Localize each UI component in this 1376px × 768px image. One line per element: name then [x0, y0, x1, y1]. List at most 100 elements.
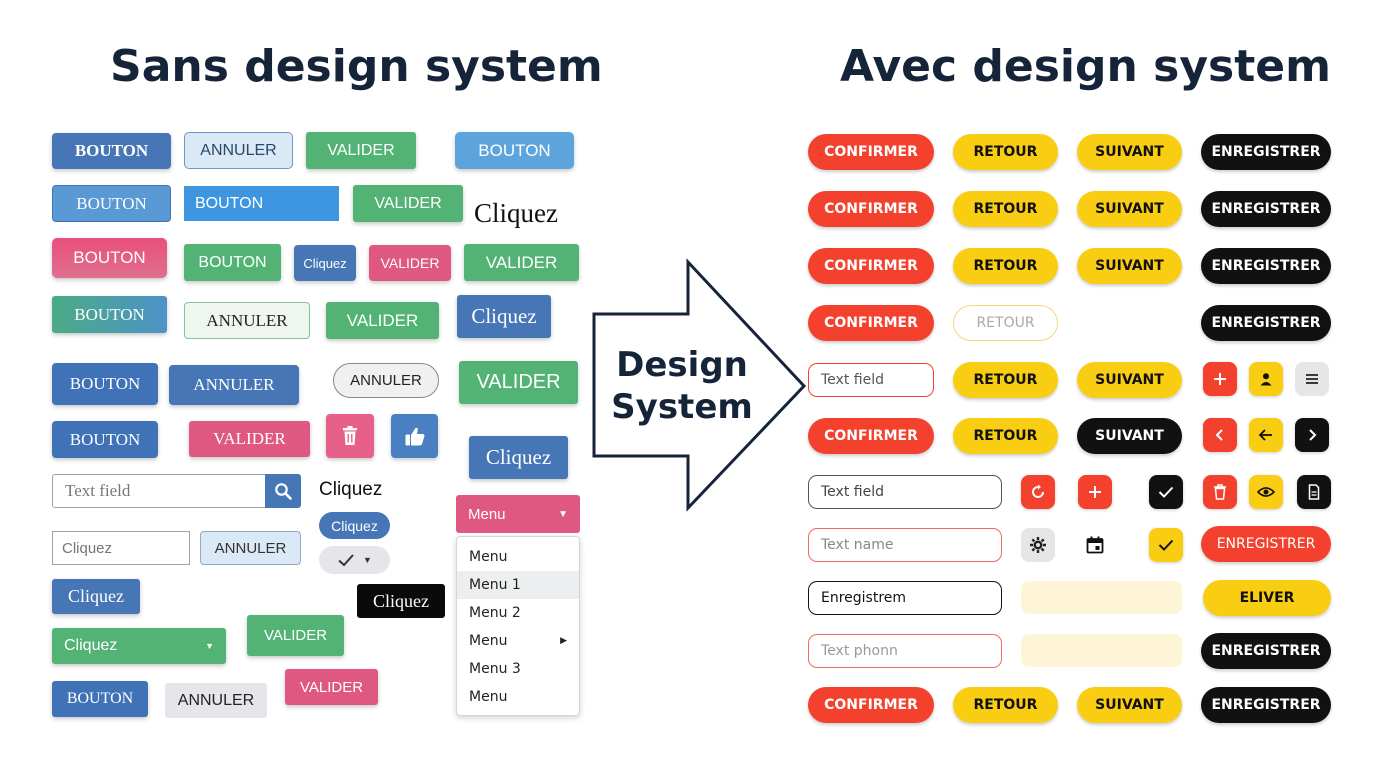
retour-button[interactable]: RETOUR	[953, 362, 1058, 398]
annuler-button[interactable]: ANNULER	[184, 302, 310, 339]
suivant-button[interactable]: SUIVANT	[1077, 362, 1182, 398]
valider-button[interactable]: VALIDER	[464, 244, 579, 281]
cliquez-link[interactable]: Cliquez	[319, 479, 383, 500]
retour-button[interactable]: RETOUR	[953, 134, 1058, 170]
menu-item[interactable]: Menu 1	[457, 571, 579, 599]
valider-button[interactable]: VALIDER	[189, 421, 310, 457]
suivant-button[interactable]: SUIVANT	[1077, 134, 1182, 170]
suivant-button[interactable]: SUIVANT	[1077, 248, 1182, 284]
add-button[interactable]	[1203, 362, 1237, 396]
menu-item[interactable]: Menu	[469, 689, 508, 705]
bouton-button[interactable]: BOUTON	[184, 244, 281, 281]
cliquez-button[interactable]: Cliquez	[457, 295, 551, 338]
calendar-icon	[1086, 536, 1104, 554]
retour-button-disabled[interactable]: RETOUR	[953, 305, 1058, 341]
view-button[interactable]	[1249, 475, 1283, 509]
enregistrer-button[interactable]: ENREGISTRER	[1201, 687, 1331, 723]
retour-button[interactable]: RETOUR	[953, 248, 1058, 284]
confirmer-button[interactable]: CONFIRMER	[808, 134, 934, 170]
trash-icon-button[interactable]	[326, 414, 374, 458]
cliquez-button[interactable]: Cliquez	[52, 579, 140, 614]
user-button[interactable]	[1249, 362, 1283, 396]
check-select[interactable]: ▼	[319, 546, 390, 574]
like-button[interactable]	[391, 414, 438, 458]
cliquez-input[interactable]: Cliquez	[52, 531, 190, 565]
bouton-button[interactable]: BOUTON	[52, 421, 158, 458]
cliquez-pill[interactable]: Cliquez	[319, 512, 390, 539]
previous-button[interactable]	[1203, 418, 1237, 452]
confirmer-button[interactable]: CONFIRMER	[808, 191, 934, 227]
menu-item[interactable]: Menu 3	[469, 661, 521, 677]
valider-button[interactable]: VALIDER	[306, 132, 416, 169]
enregistrer-button[interactable]: ENREGISTRER	[1201, 134, 1331, 170]
text-field-input[interactable]: Text field	[52, 474, 266, 508]
text-name-input[interactable]: Text name	[808, 528, 1002, 562]
back-button[interactable]	[1249, 418, 1283, 452]
valider-button[interactable]: VALIDER	[247, 615, 344, 656]
enregistrement-input[interactable]: Enregistrem	[808, 581, 1002, 615]
bouton-button[interactable]: BOUTON	[52, 133, 171, 169]
menu-dropdown-button[interactable]: Menu ▼	[456, 495, 580, 533]
enregistrer-button[interactable]: ENREGISTRER	[1201, 633, 1331, 669]
delete-button[interactable]	[1203, 475, 1237, 509]
text-field-input[interactable]: Text field	[808, 475, 1002, 509]
add-button[interactable]	[1078, 475, 1112, 509]
cliquez-button[interactable]: Cliquez	[294, 245, 356, 281]
document-button[interactable]	[1297, 475, 1331, 509]
enregistrer-button[interactable]: ENREGISTRER	[1201, 191, 1331, 227]
enregistrer-button[interactable]: ENREGISTRER	[1201, 305, 1331, 341]
caret-down-icon: ▼	[558, 508, 568, 520]
confirmer-button[interactable]: CONFIRMER	[808, 305, 934, 341]
menu-button[interactable]	[1295, 362, 1329, 396]
annuler-button[interactable]: ANNULER	[184, 132, 293, 169]
cliquez-select[interactable]: Cliquez ▼	[52, 628, 226, 664]
check-button[interactable]	[1149, 475, 1183, 509]
annuler-button[interactable]: ANNULER	[333, 363, 439, 398]
confirmer-button[interactable]: CONFIRMER	[808, 687, 934, 723]
plus-icon	[1089, 486, 1101, 498]
calendar-button[interactable]	[1080, 530, 1110, 560]
enregistrer-button[interactable]: ENREGISTRER	[1201, 526, 1331, 562]
right-title: Avec design system	[840, 41, 1331, 92]
text-field-input[interactable]: Text field	[808, 363, 934, 397]
bouton-button[interactable]: BOUTON	[52, 363, 158, 405]
check-button[interactable]	[1149, 528, 1183, 562]
valider-button[interactable]: VALIDER	[369, 245, 451, 281]
enregistrer-button[interactable]: ENREGISTRER	[1201, 248, 1331, 284]
cliquez-button[interactable]: Cliquez	[469, 436, 568, 479]
retour-button[interactable]: RETOUR	[953, 418, 1058, 454]
menu-item[interactable]: Menu 2	[469, 605, 521, 621]
bouton-button[interactable]: BOUTON	[455, 132, 574, 169]
eliver-button[interactable]: ELIVER	[1203, 580, 1331, 616]
settings-button[interactable]	[1021, 528, 1055, 562]
bouton-button[interactable]: BOUTON	[52, 681, 148, 717]
annuler-button[interactable]: ANNULER	[169, 365, 299, 405]
retour-button[interactable]: RETOUR	[953, 687, 1058, 723]
search-icon	[275, 483, 292, 500]
menu-item[interactable]: Menu	[469, 549, 508, 565]
search-button[interactable]	[265, 474, 301, 508]
confirmer-button[interactable]: CONFIRMER	[808, 418, 934, 454]
menu-item-submenu[interactable]: Menu▶	[457, 627, 579, 655]
bouton-button[interactable]: BOUTON	[52, 185, 171, 222]
valider-button[interactable]: VALIDER	[353, 185, 463, 222]
bouton-button[interactable]: BOUTON	[184, 186, 339, 221]
cliquez-button[interactable]: Cliquez	[357, 584, 445, 618]
confirmer-button[interactable]: CONFIRMER	[808, 248, 934, 284]
suivant-button[interactable]: SUIVANT	[1077, 687, 1182, 723]
valider-button[interactable]: VALIDER	[285, 669, 378, 705]
trash-icon	[1214, 484, 1226, 500]
next-button[interactable]	[1295, 418, 1329, 452]
valider-button[interactable]: VALIDER	[326, 302, 439, 339]
text-phone-input[interactable]: Text phonn	[808, 634, 1002, 668]
valider-button[interactable]: VALIDER	[459, 361, 578, 404]
cliquez-link[interactable]: Cliquez	[474, 197, 558, 228]
retour-button[interactable]: RETOUR	[953, 191, 1058, 227]
annuler-button[interactable]: ANNULER	[165, 683, 267, 718]
bouton-button[interactable]: BOUTON	[52, 238, 167, 278]
suivant-button[interactable]: SUIVANT	[1077, 191, 1182, 227]
bouton-button[interactable]: BOUTON	[52, 296, 167, 333]
annuler-button[interactable]: ANNULER	[200, 531, 301, 565]
refresh-button[interactable]	[1021, 475, 1055, 509]
suivant-button[interactable]: SUIVANT	[1077, 418, 1182, 454]
